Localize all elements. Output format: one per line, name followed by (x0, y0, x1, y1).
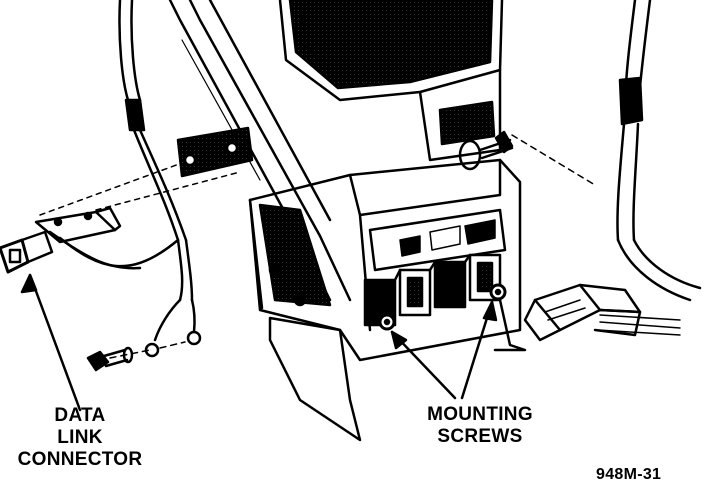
ground-wire-pigtail (109, 298, 202, 359)
upper-mount-bracket (418, 68, 596, 186)
data-link-label-line1: DATA (54, 405, 106, 426)
mounting-screw-left (378, 313, 396, 331)
mounting-label-line2: SCREWS (437, 426, 523, 447)
right-wire-harness (616, 0, 702, 302)
lower-mount-plate (268, 298, 527, 442)
figure-id: 948M-31 (596, 466, 662, 483)
module-pins (399, 219, 496, 257)
data-link-label-line3: CONNECTOR (17, 449, 143, 470)
data-link-connector (0, 206, 180, 274)
data-link-arrow (20, 273, 82, 412)
mounting-screw-arrows (390, 300, 498, 400)
ground-bolt (86, 346, 134, 372)
data-link-label-line2: LINK (57, 427, 103, 448)
mounting-bracket (176, 126, 254, 178)
upper-wire-harness (118, 0, 194, 302)
connector-leader-dash (39, 159, 241, 216)
mounting-screw-right (489, 283, 507, 301)
mounting-label-line1: MOUNTING (427, 404, 533, 425)
harness-connector (523, 283, 681, 342)
data-link-connector-label: DATA LINK CONNECTOR (0, 405, 160, 471)
mounting-screws-label: MOUNTING SCREWS (400, 404, 560, 448)
dash-duct (278, 0, 504, 102)
